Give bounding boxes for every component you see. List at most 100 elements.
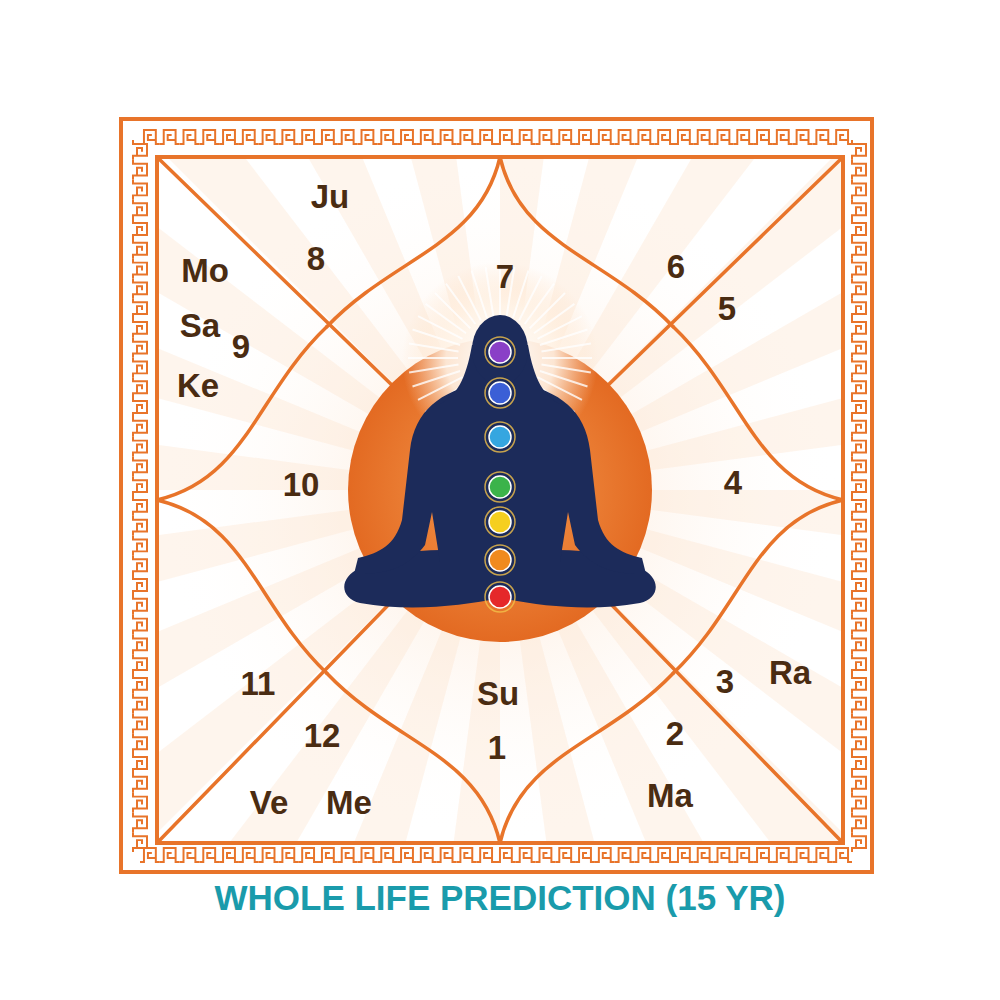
- key-unit: [496, 130, 516, 144]
- key-unit: [298, 130, 318, 144]
- key-unit: [634, 130, 654, 144]
- key-unit: [358, 848, 378, 862]
- key-unit: [852, 634, 866, 654]
- key-unit: [133, 634, 147, 654]
- house-number: 4: [724, 464, 742, 502]
- key-unit: [133, 278, 147, 298]
- key-unit: [595, 130, 615, 144]
- key-unit: [133, 437, 147, 457]
- key-unit: [133, 812, 147, 832]
- key-unit: [456, 848, 476, 862]
- chakra-dot: [489, 586, 511, 608]
- key-unit: [259, 130, 279, 144]
- halo-ray: [486, 267, 494, 316]
- key-unit: [397, 130, 417, 144]
- halo-ray: [540, 330, 588, 345]
- key-unit: [852, 714, 866, 734]
- key-unit: [852, 160, 866, 180]
- key-unit: [654, 130, 674, 144]
- planet-label: Sa: [180, 307, 220, 345]
- key-unit: [140, 130, 160, 144]
- halo-ray: [409, 365, 458, 373]
- key-unit: [852, 753, 866, 773]
- lotus-curve: [673, 327, 843, 500]
- key-unit: [852, 812, 866, 832]
- key-unit: [852, 615, 866, 635]
- chakra-ring: [485, 545, 515, 575]
- halo-ray: [458, 276, 481, 321]
- key-unit: [180, 848, 200, 862]
- planet-label: Mo: [181, 252, 229, 290]
- chakra-dot: [489, 426, 511, 448]
- chakra-ring: [485, 378, 515, 408]
- key-unit: [852, 259, 866, 279]
- halo-ray: [472, 271, 487, 319]
- key-unit: [852, 437, 866, 457]
- key-unit: [714, 130, 734, 144]
- planet-label: Ra: [769, 654, 811, 692]
- key-unit: [852, 397, 866, 417]
- halo-ray: [540, 371, 588, 386]
- key-unit: [219, 130, 239, 144]
- key-unit: [852, 199, 866, 219]
- halo-ray: [534, 304, 574, 333]
- key-unit: [199, 848, 219, 862]
- lotus-curve: [500, 673, 673, 843]
- key-unit: [133, 516, 147, 536]
- halo-ray: [418, 316, 463, 339]
- key-unit: [852, 496, 866, 516]
- key-unit: [133, 140, 147, 160]
- key-unit: [555, 130, 575, 144]
- chakra-ring: [485, 422, 515, 452]
- house-number: 1: [488, 729, 506, 767]
- key-unit: [133, 753, 147, 773]
- key-unit: [615, 130, 635, 144]
- key-unit: [733, 848, 753, 862]
- house-number: 5: [718, 290, 736, 328]
- key-unit: [832, 130, 852, 144]
- chakra-ring: [485, 472, 515, 502]
- meditation-figure: [344, 262, 656, 642]
- key-unit: [852, 832, 866, 852]
- key-unit: [694, 848, 714, 862]
- key-unit: [133, 733, 147, 753]
- key-unit: [773, 130, 793, 144]
- lotus-curve: [327, 673, 500, 843]
- planet-label: Ke: [177, 367, 219, 405]
- halo-ray: [413, 371, 461, 386]
- key-unit: [417, 130, 437, 144]
- key-unit: [160, 848, 180, 862]
- key-unit: [259, 848, 279, 862]
- chakra-ring: [485, 337, 515, 367]
- house-number: 11: [241, 665, 276, 703]
- key-unit: [852, 674, 866, 694]
- key-unit: [674, 130, 694, 144]
- key-unit: [133, 456, 147, 476]
- key-unit: [133, 219, 147, 239]
- key-unit: [133, 160, 147, 180]
- key-unit: [476, 848, 496, 862]
- chakra-dot: [489, 382, 511, 404]
- key-unit: [852, 377, 866, 397]
- key-unit: [133, 397, 147, 417]
- key-unit: [133, 575, 147, 595]
- key-unit: [133, 832, 147, 852]
- key-unit: [133, 654, 147, 674]
- figure-body: [354, 382, 646, 574]
- halo-ray: [541, 365, 590, 373]
- key-unit: [377, 130, 397, 144]
- key-unit: [456, 130, 476, 144]
- key-unit: [133, 358, 147, 378]
- key-unit: [832, 848, 852, 862]
- key-unit: [318, 130, 338, 144]
- key-unit: [615, 848, 635, 862]
- key-unit: [852, 417, 866, 437]
- key-unit: [239, 130, 259, 144]
- key-unit: [133, 694, 147, 714]
- key-unit: [793, 130, 813, 144]
- key-unit: [133, 714, 147, 734]
- key-unit: [437, 130, 457, 144]
- key-unit: [595, 848, 615, 862]
- key-unit: [180, 130, 200, 144]
- key-unit: [133, 338, 147, 358]
